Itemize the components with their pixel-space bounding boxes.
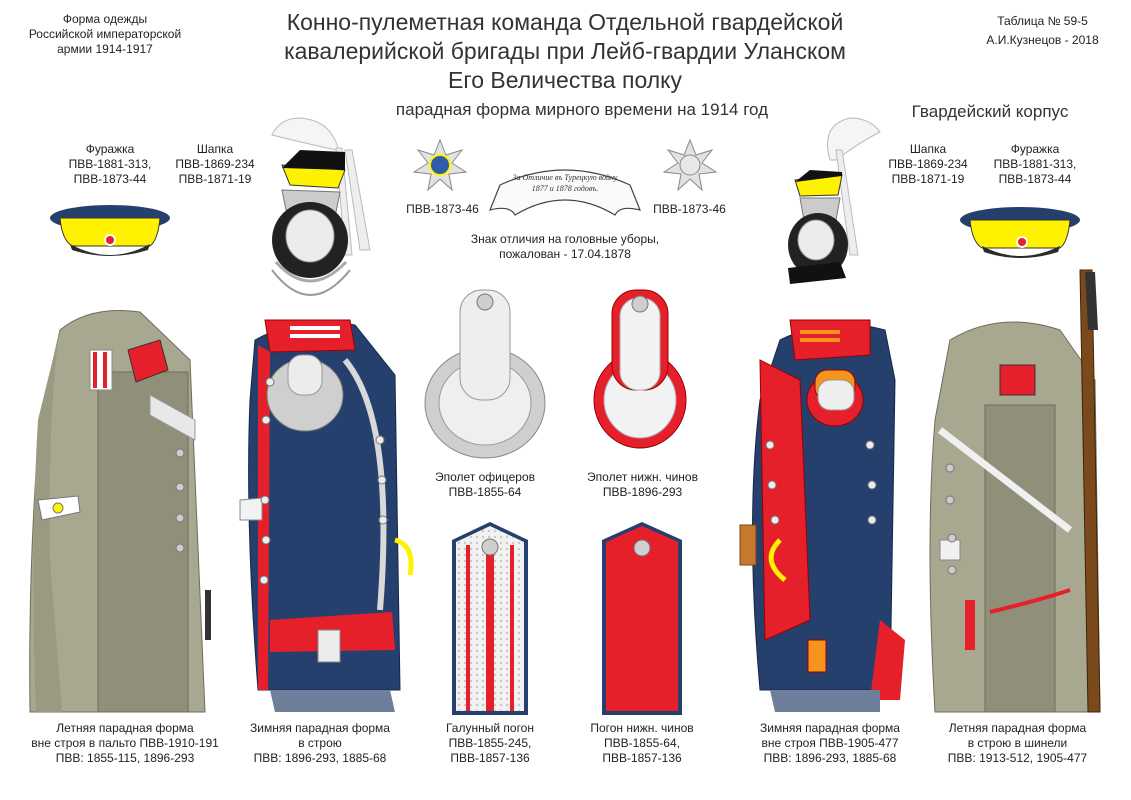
label-line: Знак отличия на головные уборы, [470,232,660,246]
author: А.И.Кузнецов - 2018 [986,33,1099,47]
label-line: ПВВ-1855-64 [448,485,522,499]
star-left-illustration [412,138,468,192]
star-right-illustration [662,138,718,192]
header-left-line: Форма одежды [62,12,148,26]
shoulder-board-lower-illustration [602,522,682,715]
label-line: ПВВ-1873-44 [998,172,1072,186]
shoulder-board-lower-label: Погон нижн. чинов ПВВ-1855-64, ПВВ-1857-… [577,721,707,766]
star-left-label: ПВВ-1873-46 [406,202,479,216]
label-line: пожалован - 17.04.1878 [499,247,631,261]
label-line: ПВВ-1869-234 [888,157,968,171]
epaulette-lower-label: Эполет нижн. чинов ПВВ-1896-293 [575,470,710,500]
header-left: Форма одежды Российской императорской ар… [20,12,190,57]
figure-1-label: Летняя парадная форма вне строя в пальто… [30,721,220,766]
label-line: Галунный погон [445,721,534,735]
figure-3-illustration [739,319,905,712]
hat-left-label: Шапка ПВВ-1869-234 ПВВ-1871-19 [165,142,265,187]
page-title: Конно-пулеметная команда Отдельной гвард… [215,8,915,95]
label-line: ПВВ-1873-44 [73,172,147,186]
label-line: ПВВ-1869-234 [175,157,255,171]
label-line: ПВВ-1857-136 [602,751,682,765]
cap-right-label: Фуражка ПВВ-1881-313, ПВВ-1873-44 [985,142,1085,187]
shoulder-board-galloon-label: Галунный погон ПВВ-1855-245, ПВВ-1857-13… [425,721,555,766]
label-line: ПВВ: 1855-115, 1896-293 [55,751,195,765]
label-line: вне строя ПВВ-1905-477 [761,736,899,750]
label-line: Эполет офицеров [434,470,536,484]
label-line: ПВВ: 1913-512, 1905-477 [947,751,1088,765]
label-line: Зимняя парадная форма [250,721,390,735]
page-subtitle: парадная форма мирного времени на 1914 г… [395,100,769,119]
label-line: ПВВ: 1896-293, 1885-68 [763,751,897,765]
insignia-caption: Знак отличия на головные уборы, пожалова… [440,232,690,262]
label-line: в строю [298,736,342,750]
ribbon-text-line-2: 1877 и 1878 годовъ. [532,184,599,193]
header-right: Таблица № 59-5 А.И.Кузнецов - 2018 [960,12,1125,50]
title-line: Его Величества полку [448,67,682,93]
helmet-left-illustration [271,117,371,296]
star-right-label: ПВВ-1873-46 [653,202,726,216]
label-line: Шапка [909,142,947,156]
cap-left-illustration [50,205,170,256]
label-line: ПВВ-1881-313, [68,157,152,171]
figure-4-label: Летняя парадная форма в строю в шинели П… [925,721,1110,766]
label-line: Погон нижн. чинов [590,721,694,735]
figure-2-label: Зимняя парадная форма в строю ПВВ: 1896-… [230,721,410,766]
label-line: ПВВ-1896-293 [602,485,683,499]
label-line: ПВВ-1871-19 [178,172,252,186]
figure-2-illustration [239,319,414,712]
label-line: ПВВ-1855-245, [448,736,532,750]
label-line: ПВВ: 1896-293, 1885-68 [253,751,387,765]
label-line: ПВВ-1871-19 [891,172,965,186]
label-line: Фуражка [85,142,135,156]
shoulder-board-galloon-illustration [452,522,528,715]
corps-label: Гвардейский корпус [911,102,1069,121]
header-left-line: Российской императорской [28,27,182,41]
label-line: Летняя парадная форма [56,721,194,735]
ribbon-illustration [489,169,641,216]
cap-left-label: Фуражка ПВВ-1881-313, ПВВ-1873-44 [60,142,160,187]
label-line: Эполет нижн. чинов [587,470,698,484]
label-line: ПВВ-1855-64, [603,736,680,750]
label-line: Фуражка [1010,142,1060,156]
cap-right-illustration [960,207,1080,258]
table-number: Таблица № 59-5 [997,14,1088,28]
label-line: Зимняя парадная форма [760,721,900,735]
title-line: кавалерийской бригады при Лейб-гвардии У… [284,38,846,64]
title-line: Конно-пулеметная команда Отдельной гвард… [286,9,844,35]
label-line: вне строя в пальто ПВВ-1910-191 [31,736,219,750]
ribbon-text-line-1: За Отличие въ Турецкую войну [513,173,618,182]
label-line: Летняя парадная форма [948,721,1087,735]
label-line: ПВВ-1857-136 [450,751,530,765]
helmet-right-illustration [788,117,881,284]
header-left-line: армии 1914-1917 [57,42,153,56]
figure-3-label: Зимняя парадная форма вне строя ПВВ-1905… [740,721,920,766]
label-line: в строю в шинели [967,736,1068,750]
hat-right-label: Шапка ПВВ-1869-234 ПВВ-1871-19 [878,142,978,187]
epaulette-officer-illustration [424,289,546,459]
figure-4-illustration [929,269,1101,713]
epaulette-lower-illustration [593,289,687,449]
label-line: ПВВ-1881-313, [993,157,1077,171]
figure-1-illustration [29,309,211,713]
epaulette-officer-label: Эполет офицеров ПВВ-1855-64 [420,470,550,500]
label-line: Шапка [196,142,234,156]
